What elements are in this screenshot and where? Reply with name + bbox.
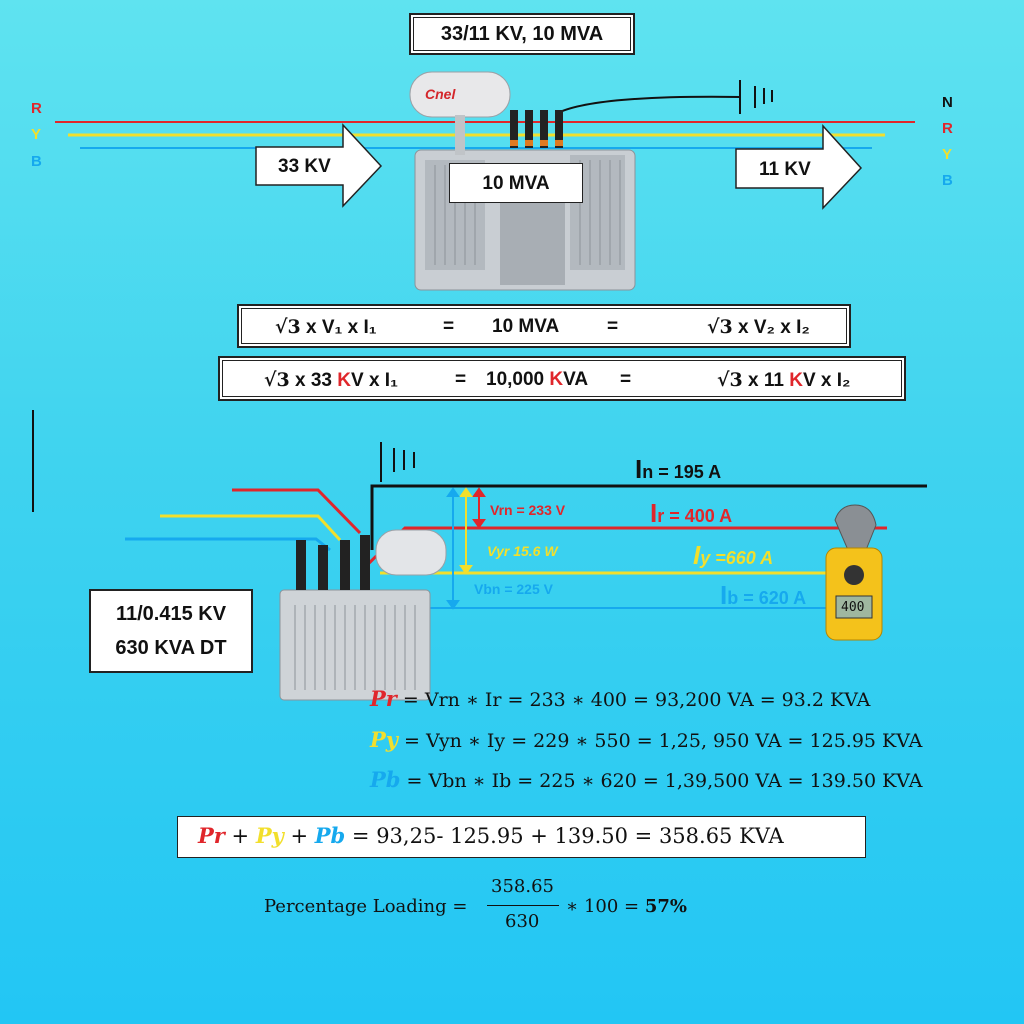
sqrt3-symbol-rhs: √3 (707, 316, 733, 338)
power-equation-box-2: √3 x 33 KV x I₁ = 10,000 KVA = √3 x 11 K… (218, 356, 906, 401)
dt-label-box: 11/0.415 KV 630 KVA DT (89, 589, 253, 673)
eq2-mid-k: K (549, 369, 564, 390)
capacity-box: 10 MVA (449, 163, 583, 203)
distribution-diagram (32, 410, 927, 701)
loading-tail-text: ∗ 100 = (566, 896, 645, 917)
loading-result: 57% (644, 896, 687, 917)
pb-formula: Pb = Vbn ∗ Ib = 225 ∗ 620 = 1,39,500 VA … (370, 767, 922, 792)
meter-display: 400 (841, 600, 865, 615)
voltage-rn-arrow (472, 487, 486, 529)
eq2-mid-a: 10,000 (486, 369, 550, 390)
eq1-lhs-text: x V₁ x I₁ (306, 317, 377, 338)
phase-y-right: Y (942, 146, 953, 163)
output-voltage-label: 11 KV (759, 159, 811, 180)
eq1-rhs-text: x V₂ x I₂ (738, 317, 810, 338)
title-box: 33/11 KV, 10 MVA (409, 13, 635, 55)
phase-y-left: Y (31, 126, 42, 143)
sum-rest: = 93,25- 125.95 + 139.50 = 358.65 KVA (345, 824, 784, 848)
py-var: Py (370, 727, 398, 752)
ground-wire-top (559, 95, 741, 113)
current-r-i: I (650, 498, 658, 528)
ground-symbol-lower (380, 442, 415, 482)
current-y-label: Iy =660 A (693, 540, 773, 571)
clamp-meter-image (825, 504, 883, 641)
phase-n-right: N (942, 94, 953, 111)
sum-plus-2: + (283, 824, 315, 848)
pr-formula: Pr = Vrn ∗ Ir = 233 ∗ 400 = 93,200 VA = … (370, 686, 870, 711)
sum-pr: Pr (198, 823, 225, 848)
current-r-label: Ir = 400 A (650, 498, 732, 529)
phase-r-right: R (942, 120, 953, 137)
eq2-lhs: √3 x 33 KV x I₁ (264, 369, 398, 392)
eq2-lhs-k: K (337, 370, 351, 391)
neutral-line (370, 484, 927, 550)
voltage-bn-label: Vbn = 225 V (474, 581, 553, 597)
output-arrow (735, 124, 863, 210)
eq2-rhs-a: x 11 (748, 370, 790, 391)
phase-b-left: B (31, 153, 42, 170)
current-b-label: Ib = 620 A (720, 580, 806, 611)
sqrt3-symbol: √3 (275, 316, 301, 338)
current-r-rest: r = 400 A (657, 506, 733, 526)
eq1-rhs: √3 x V₂ x I₂ (707, 316, 810, 339)
pb-var: Pb (370, 767, 401, 792)
voltage-yn-arrow (459, 487, 473, 575)
current-y-i: I (693, 540, 701, 570)
current-b-rest: b = 620 A (727, 588, 807, 608)
pr-text: = Vrn ∗ Ir = 233 ∗ 400 = 93,200 VA = 93.… (396, 689, 871, 711)
sum-plus-1: + (224, 824, 256, 848)
dt-label-line-1: 11/0.415 KV (115, 603, 227, 625)
eq1-mid: 10 MVA (492, 316, 560, 337)
voltage-rn-label: Vrn = 233 V (490, 502, 566, 518)
current-b-i: I (720, 580, 728, 610)
eq2-rhs: √3 x 11 KV x I₂ (717, 369, 850, 392)
input-voltage-label: 33 KV (278, 156, 331, 177)
neutral-current-i: I (635, 454, 643, 484)
pr-var: Pr (370, 686, 397, 711)
phase-r-left: R (31, 100, 42, 117)
sum-pb: Pb (314, 823, 346, 848)
loading-numerator: 358.65 (491, 876, 554, 897)
sum-formula: Pr + Py + Pb = 93,25- 125.95 + 139.50 = … (198, 823, 784, 848)
phase-b-right: B (942, 172, 953, 189)
capacity-label: 10 MVA (482, 173, 550, 194)
loading-denominator: 630 (505, 911, 540, 932)
loading-tail: ∗ 100 = 57% (566, 896, 687, 917)
py-formula: Py = Vyn ∗ Iy = 229 ∗ 550 = 1,25, 950 VA… (370, 727, 922, 752)
power-equation-box-1: √3 x V₁ x I₁ = 10 MVA = √3 x V₂ x I₂ (237, 304, 851, 348)
eq2-mid: 10,000 KVA (486, 369, 588, 391)
eq2-rhs-b: V x I₂ (802, 370, 851, 391)
distribution-transformer-image (279, 529, 447, 701)
transformer-brand-logo: Cnel (425, 86, 456, 102)
eq1-equals-2: = (607, 316, 619, 337)
current-y-rest: y =660 A (700, 548, 774, 568)
dt-label-line-2: 630 KVA DT (115, 637, 227, 659)
eq1-lhs: √3 x V₁ x I₁ (275, 316, 377, 339)
neutral-current-label: In = 195 A (635, 454, 721, 485)
eq2-lhs-b: V x I₁ (351, 370, 398, 391)
eq2-equals-2: = (620, 369, 632, 390)
eq2-lhs-a: x 33 (295, 370, 338, 391)
voltage-bn-arrow (446, 487, 460, 610)
input-arrow (255, 123, 383, 208)
yellow-incoming-line (160, 514, 342, 542)
sum-py: Py (255, 823, 284, 848)
top-diagram (55, 71, 915, 291)
fraction-bar (487, 905, 559, 906)
eq2-sqrt-rhs: √3 (717, 369, 743, 391)
loading-label: Percentage Loading = (264, 896, 468, 917)
red-incoming-line (232, 488, 362, 535)
page-title: 33/11 KV, 10 MVA (440, 23, 604, 45)
eq1-equals-1: = (443, 316, 455, 337)
sum-equation-box: Pr + Py + Pb = 93,25- 125.95 + 139.50 = … (177, 816, 866, 858)
voltage-yr-label: Vyr 15.6 W (487, 543, 558, 559)
py-text: = Vyn ∗ Iy = 229 ∗ 550 = 1,25, 950 VA = … (398, 730, 923, 752)
eq2-rhs-k: K (789, 370, 803, 391)
eq2-sqrt-lhs: √3 (264, 369, 290, 391)
pb-text: = Vbn ∗ Ib = 225 ∗ 620 = 1,39,500 VA = 1… (400, 770, 923, 792)
eq2-equals-1: = (455, 369, 467, 390)
neutral-current-rest: n = 195 A (642, 462, 722, 482)
eq2-mid-b: VA (563, 369, 589, 390)
